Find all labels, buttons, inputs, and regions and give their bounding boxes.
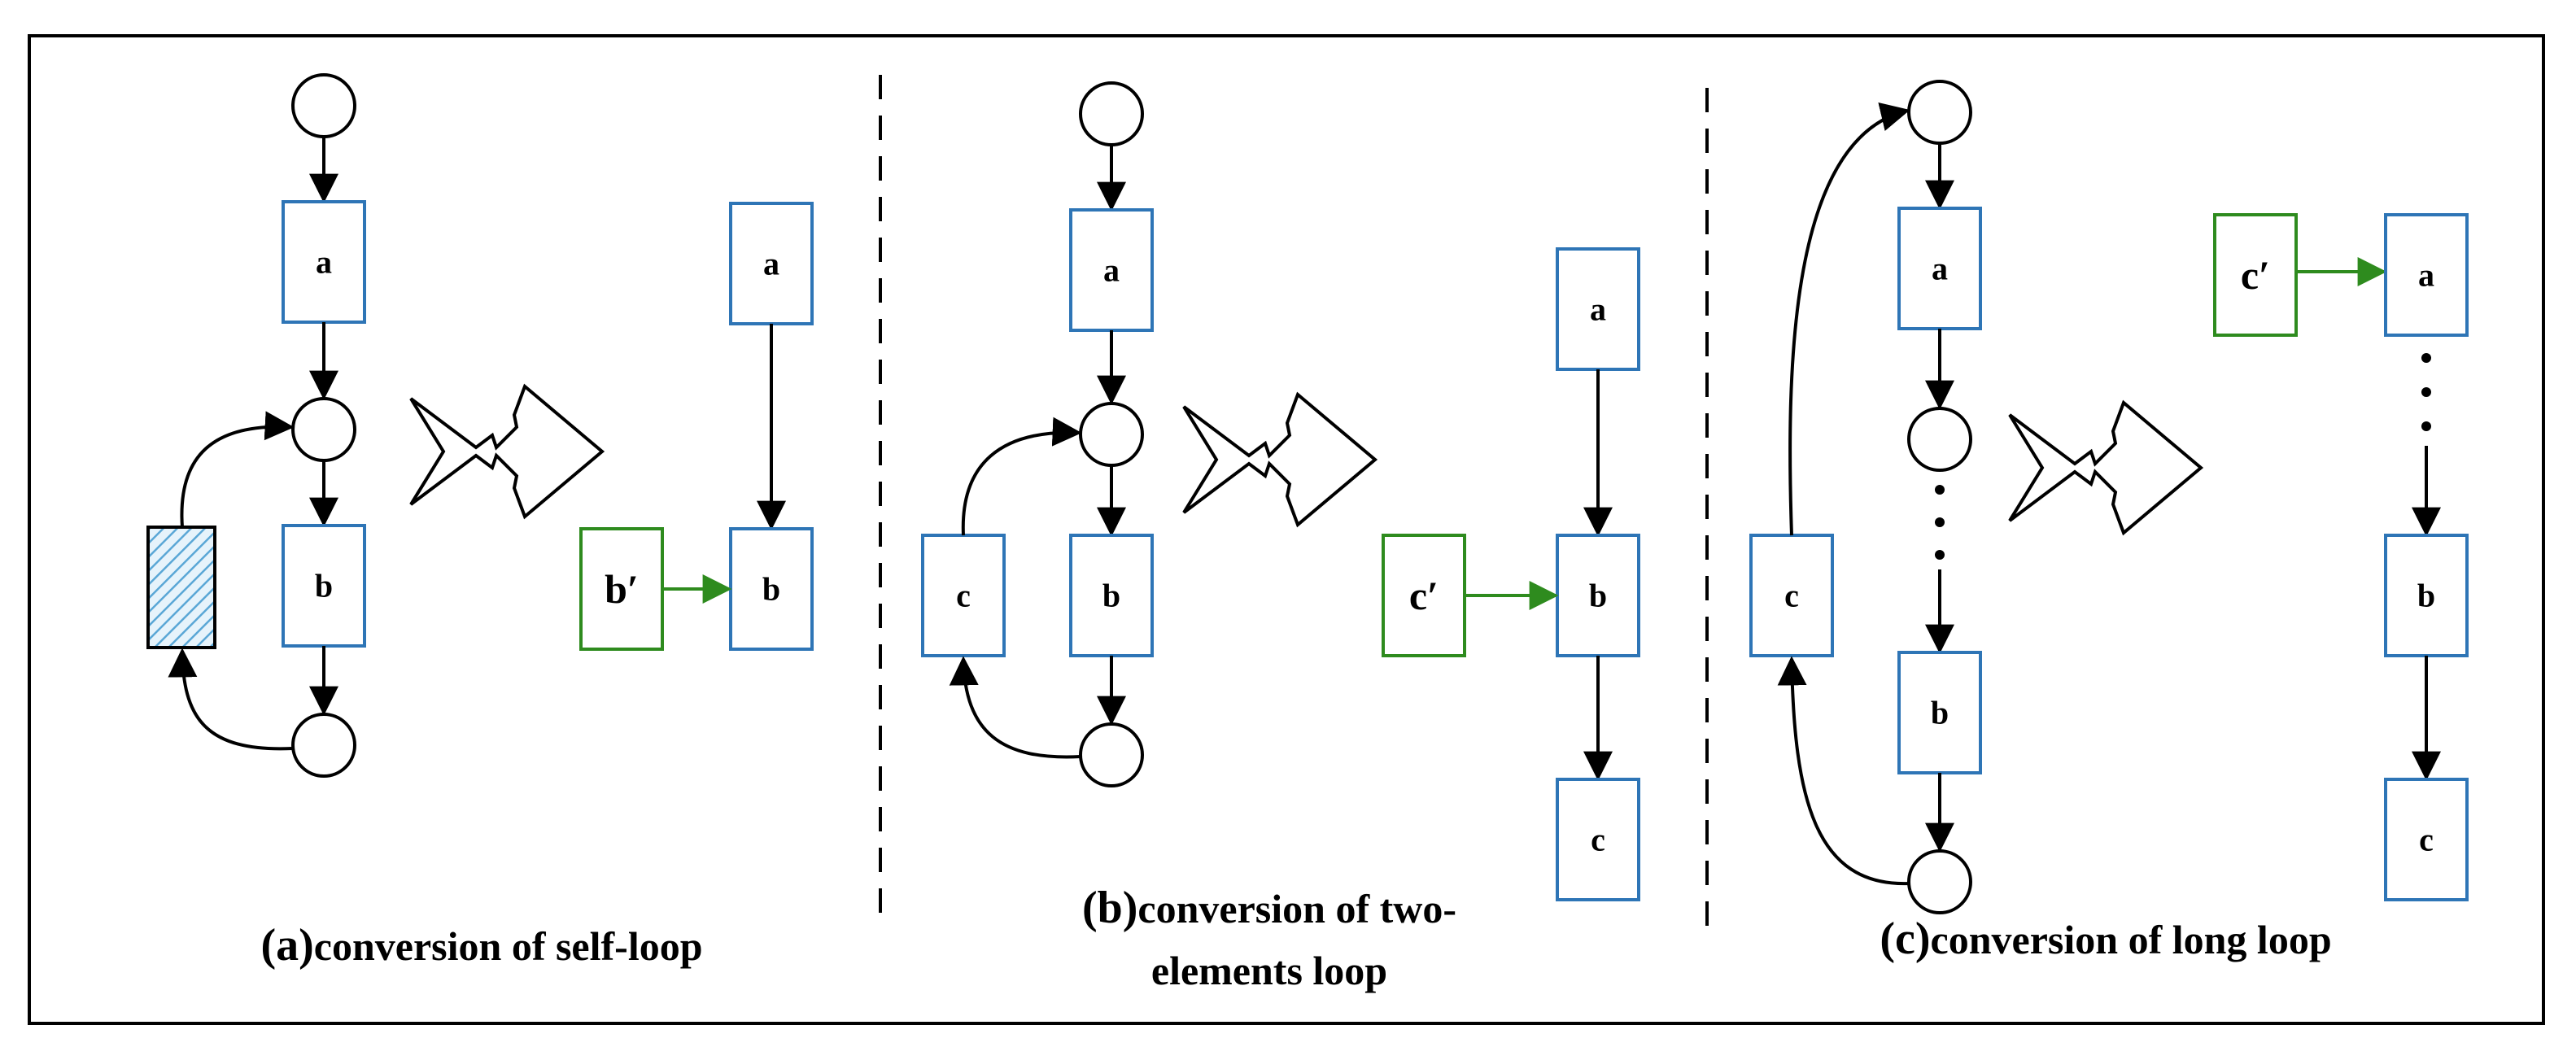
after-transition-b-label: b <box>1589 578 1607 614</box>
place-mid <box>1907 407 1972 472</box>
after-transition-a-label: a <box>763 246 779 282</box>
arc-end-to-c <box>949 656 1081 759</box>
added-transition-c-prime-label: c′ <box>2241 252 2270 298</box>
conversion-arrow-icon <box>409 383 605 520</box>
panel-b-caption-prefix: (b) <box>1082 883 1137 933</box>
after-transition-c-label: c <box>2419 822 2434 858</box>
after-transition-b <box>729 527 814 651</box>
after-transition-a-label: a <box>1590 291 1606 328</box>
after-transition-c <box>1556 778 1640 901</box>
transition-c-label: c <box>956 578 971 614</box>
after-transition-a <box>1556 247 1640 371</box>
place-start <box>1079 81 1144 146</box>
transition-a-label: a <box>316 244 332 281</box>
added-transition-b-prime-label: b′ <box>605 566 639 612</box>
place-mid <box>1079 402 1144 467</box>
panel-c-caption: (c)conversion of long loop <box>1880 914 2331 964</box>
added-transition-c-prime <box>2213 213 2298 337</box>
after-transition-c-label: c <box>1591 822 1605 858</box>
conversion-arrow-icon <box>1182 391 1378 528</box>
transition-b <box>1069 534 1154 657</box>
after-transition-b-label: b <box>762 571 780 608</box>
panel-b-before-net: a b c <box>921 81 1154 787</box>
panel-a: a b a b b′ (a)conversion of self-loop <box>146 73 814 971</box>
arc-hatched-to-mid <box>180 411 295 528</box>
place-start <box>1907 80 1972 145</box>
transition-c <box>921 534 1006 657</box>
transition-a-label: a <box>1103 252 1120 289</box>
added-transition-b-prime <box>579 527 664 651</box>
panel-c-caption-prefix: (c) <box>1880 914 1930 964</box>
conversion-arrow-icon <box>2008 399 2204 536</box>
place-end <box>1079 722 1144 787</box>
ellipsis-dot <box>2421 353 2431 363</box>
ellipsis-dot <box>1935 550 1945 560</box>
figure-frame <box>28 34 2545 1025</box>
added-transition-c-prime-label: c′ <box>1409 573 1439 618</box>
transition-a-label: a <box>1932 251 1948 287</box>
panel-c-caption-text: conversion of long loop <box>1931 917 2332 962</box>
transition-b-label: b <box>315 568 333 604</box>
ellipsis-dot <box>1935 517 1945 527</box>
panel-b: a b c a b c c′ (b) <box>921 81 1640 993</box>
arc-end-to-hatched <box>168 648 294 751</box>
transition-a <box>1069 208 1154 332</box>
panel-a-caption-prefix: (a) <box>260 920 313 971</box>
place-start <box>291 73 356 138</box>
place-mid <box>291 397 356 462</box>
after-transition-c <box>2384 778 2469 901</box>
transition-b <box>1897 651 1982 774</box>
arc-c-to-mid <box>961 417 1082 536</box>
place-end <box>291 713 356 778</box>
after-transition-a <box>2384 213 2469 337</box>
panel-b-after-net: a b c c′ <box>1382 247 1640 901</box>
panel-b-caption-line2: elements loop <box>1151 948 1387 993</box>
arc-c-to-start <box>1788 102 1910 536</box>
place-end <box>1907 849 1972 914</box>
ellipsis-dot <box>2421 387 2431 397</box>
hatched-self-loop-transition <box>146 526 216 649</box>
panel-a-before-net: a b <box>146 73 366 778</box>
panel-c: a b c c′ a b <box>1749 80 2469 964</box>
panel-c-before-net: a b c <box>1749 80 1982 914</box>
after-transition-a <box>729 202 814 325</box>
ellipsis-dot <box>1935 485 1945 495</box>
panel-a-caption: (a)conversion of self-loop <box>260 920 702 971</box>
after-transition-b-label: b <box>2417 578 2435 614</box>
transition-c <box>1749 534 1834 657</box>
panel-a-caption-text: conversion of self-loop <box>314 923 703 969</box>
transition-b-label: b <box>1102 578 1120 614</box>
panel-c-after-net: c′ a b c <box>2213 213 2469 901</box>
transition-b-label: b <box>1931 695 1949 731</box>
panel-b-caption-line1: (b)conversion of two- <box>1082 883 1456 933</box>
arc-end-to-c <box>1777 656 1910 886</box>
panel-b-caption-text: conversion of two- <box>1137 886 1456 931</box>
transition-c-label: c <box>1784 578 1799 614</box>
after-transition-a-label: a <box>2418 257 2434 294</box>
ellipsis-dot <box>2421 421 2431 431</box>
panel-a-after-net: a b b′ <box>579 202 814 651</box>
